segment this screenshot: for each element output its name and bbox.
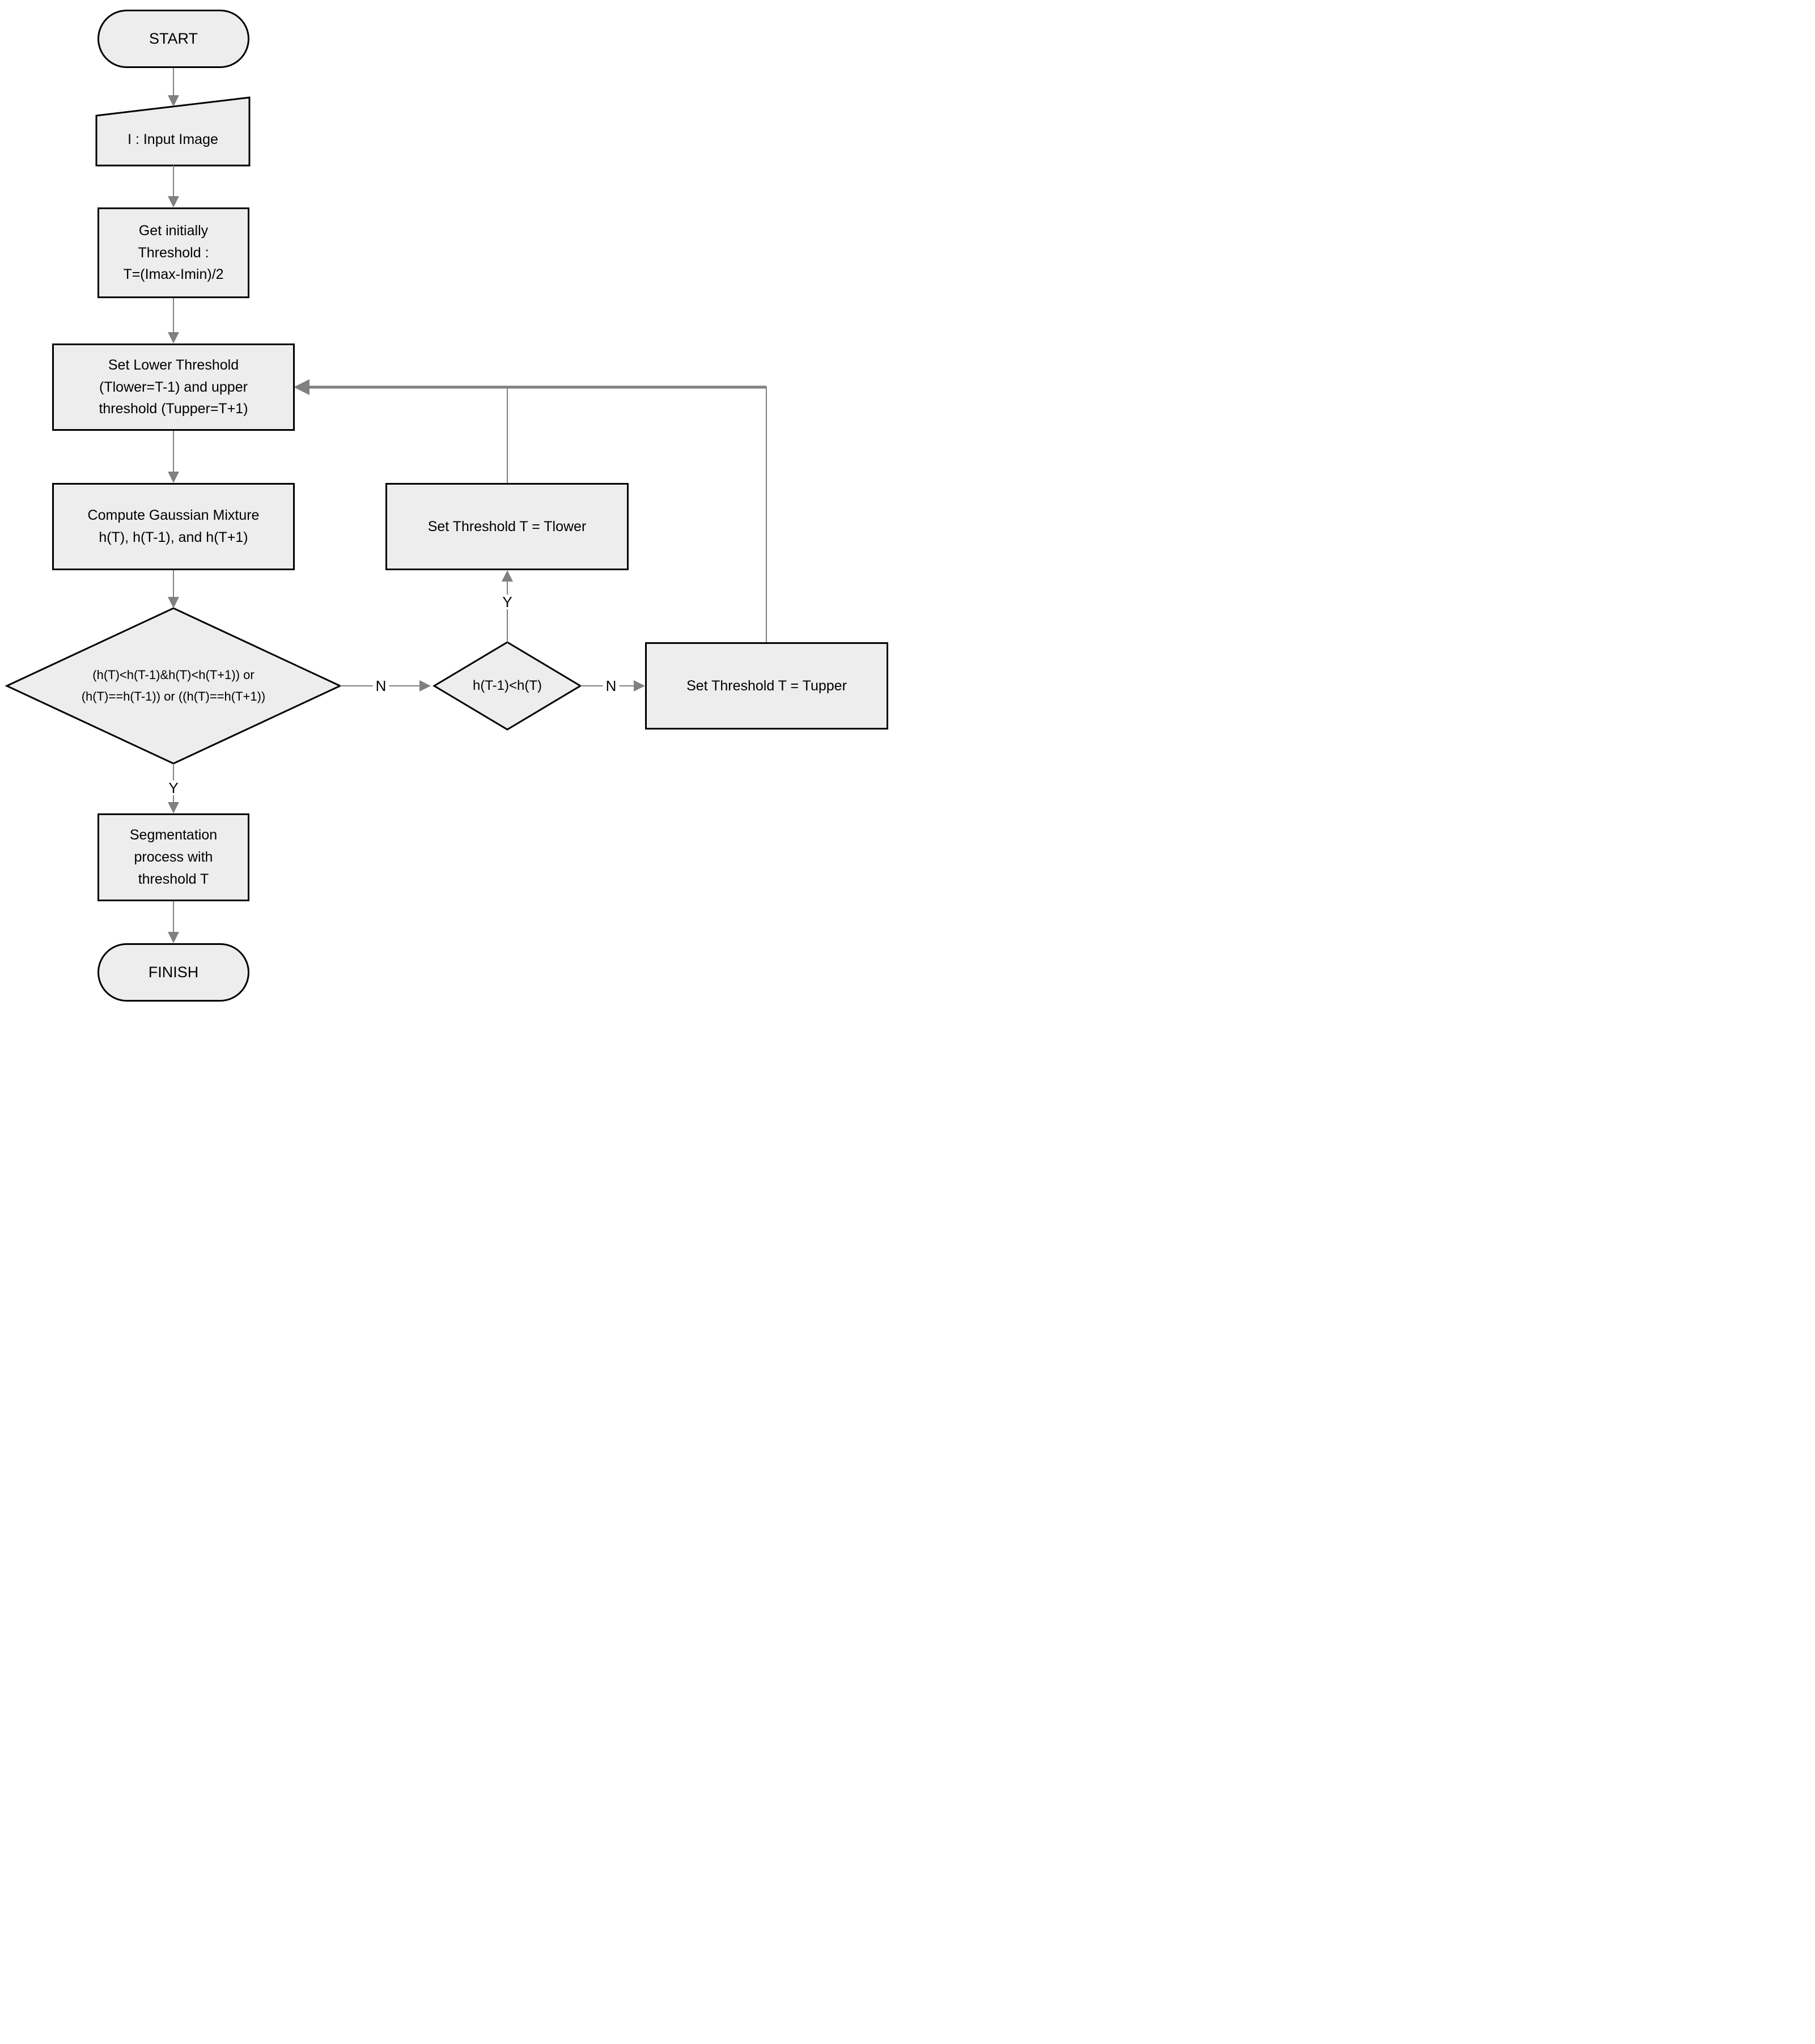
input-image-shape xyxy=(95,96,251,167)
initial-threshold-process: Get initially Threshold : T=(Imax-Imin)/… xyxy=(97,207,249,298)
connector-layer xyxy=(5,68,767,943)
arrowhead-down-icon xyxy=(168,472,179,483)
edge-start-to-input xyxy=(168,68,179,107)
edge-direction-decision-yes-to-set-tlower xyxy=(502,570,513,642)
label-stop-no: N xyxy=(372,678,389,693)
arrowhead-down-icon xyxy=(168,802,179,813)
label-stop-yes: Y xyxy=(166,781,181,795)
direction-decision-shape xyxy=(432,641,582,731)
segmentation-process: Segmentation process with threshold T xyxy=(97,813,249,901)
arrowhead-down-icon xyxy=(168,597,179,608)
edge-input-to-initial-threshold xyxy=(168,166,179,207)
edge-set-tupper-feedback-to-set-thresholds xyxy=(294,379,767,642)
arrowhead-left-icon xyxy=(294,379,309,395)
label-direction-no: N xyxy=(603,678,620,693)
arrowhead-right-icon xyxy=(634,680,645,692)
compute-gaussian-process: Compute Gaussian Mixture h(T), h(T-1), a… xyxy=(52,483,295,570)
stop-decision-shape xyxy=(5,607,342,765)
edge-initial-threshold-to-set-thresholds xyxy=(168,298,179,344)
start-terminator: START xyxy=(97,10,249,68)
arrowhead-down-icon xyxy=(168,332,179,344)
flowchart-canvas: START I : Input Image Get initially Thre… xyxy=(0,0,908,1022)
edge-set-thresholds-to-compute xyxy=(168,431,179,483)
arrowhead-down-icon xyxy=(168,196,179,207)
edge-compute-to-stop-decision xyxy=(168,570,179,608)
label-direction-yes: Y xyxy=(499,595,515,609)
arrowhead-up-icon xyxy=(502,570,513,582)
arrowhead-right-icon xyxy=(419,680,431,692)
set-tlower-process: Set Threshold T = Tlower xyxy=(385,483,629,570)
arrowhead-down-icon xyxy=(168,95,179,107)
set-tupper-process: Set Threshold T = Tupper xyxy=(645,642,888,730)
finish-terminator: FINISH xyxy=(97,943,249,1002)
edge-segmentation-to-finish xyxy=(168,901,179,943)
set-thresholds-process: Set Lower Threshold (Tlower=T-1) and upp… xyxy=(52,344,295,431)
arrowhead-down-icon xyxy=(168,932,179,943)
